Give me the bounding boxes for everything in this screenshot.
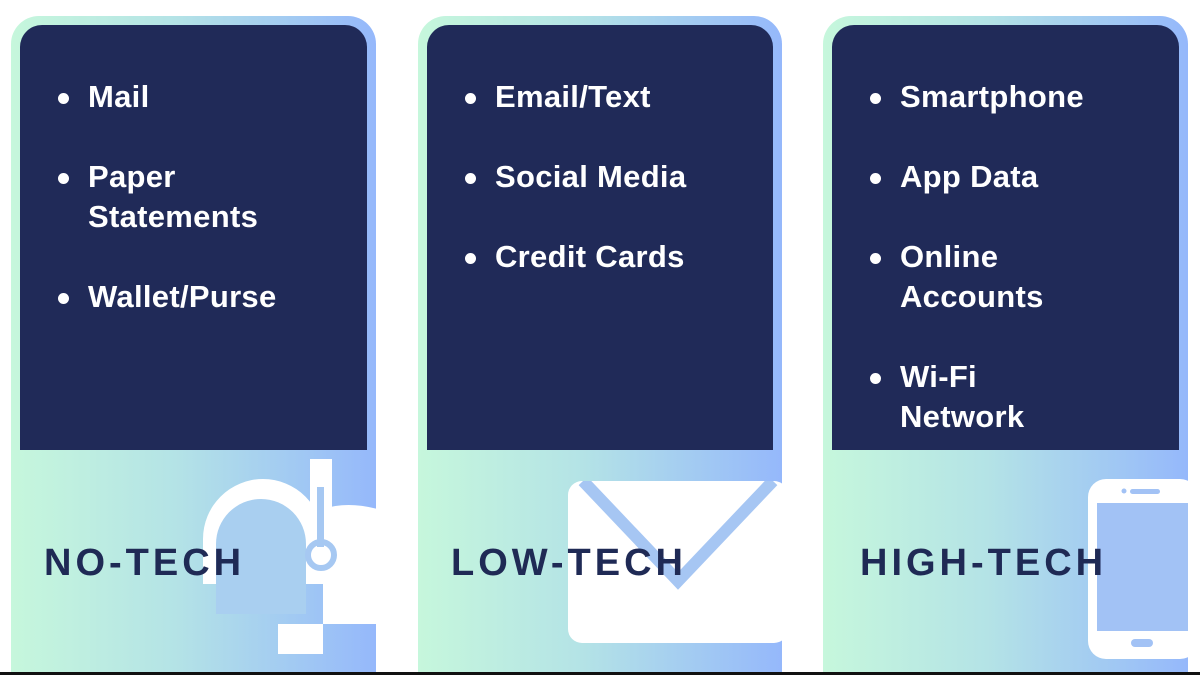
list-item: Mail [56, 77, 308, 117]
smartphone-icon [1088, 479, 1188, 659]
panel-title: HIGH-TECH [860, 542, 1108, 584]
items-card: Mail Paper Statements Wallet/Purse [20, 25, 367, 450]
list-item: Online Accounts [868, 237, 1100, 317]
envelope-icon [568, 481, 782, 643]
item-list: Email/Text Social Media Credit Cards [463, 77, 686, 317]
list-item: Credit Cards [463, 237, 686, 277]
list-item: App Data [868, 157, 1100, 197]
list-item: Smartphone [868, 77, 1100, 117]
panel-high-tech: Smartphone App Data Online Accounts Wi-F… [823, 16, 1188, 672]
panel-title: NO-TECH [44, 542, 246, 584]
list-item: Social Media [463, 157, 686, 197]
mailbox-icon [203, 459, 376, 654]
list-item: Wi-Fi Network [868, 357, 1080, 437]
item-list: Mail Paper Statements Wallet/Purse [56, 77, 308, 357]
item-list: Smartphone App Data Online Accounts Wi-F… [868, 77, 1100, 477]
list-item: Paper Statements [56, 157, 308, 237]
bottom-border [0, 672, 1200, 675]
list-item: Wallet/Purse [56, 277, 308, 317]
panel-low-tech: Email/Text Social Media Credit Cards LOW… [418, 16, 782, 672]
items-card: Smartphone App Data Online Accounts Wi-F… [832, 25, 1179, 450]
list-item: Email/Text [463, 77, 686, 117]
panel-title: LOW-TECH [451, 542, 687, 584]
items-card: Email/Text Social Media Credit Cards [427, 25, 773, 450]
panel-no-tech: Mail Paper Statements Wallet/Purse NO-TE… [11, 16, 376, 672]
